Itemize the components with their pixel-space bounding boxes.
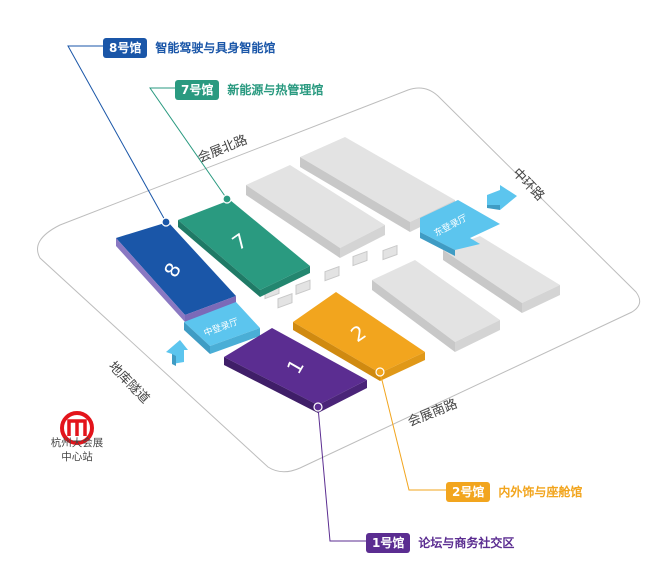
callout-hall-8[interactable]: 8号馆 智能驾驶与具身智能馆: [103, 38, 275, 58]
hall-grey-4[interactable]: [443, 236, 560, 313]
leader-line-2: [375, 367, 446, 491]
leader-line-8: [67, 45, 171, 227]
east-entrance-arrow-icon: [487, 185, 517, 210]
hall-2[interactable]: 2: [293, 292, 425, 381]
metro-logo-icon: [60, 411, 94, 445]
hall-8-description: 智能驾驶与具身智能馆: [155, 41, 276, 55]
central-lobby[interactable]: 中登录厅: [184, 302, 260, 354]
east-lobby[interactable]: 东登录厅: [420, 200, 500, 256]
hall-1[interactable]: 1: [224, 328, 367, 413]
metro-station-name-line2: 中心站: [61, 451, 93, 463]
hall-grey-3[interactable]: [372, 260, 500, 352]
hall-2-badge: 2号馆: [446, 482, 491, 502]
callout-hall-7[interactable]: 7号馆 新能源与热管理馆: [175, 80, 323, 100]
hall-8-badge: 8号馆: [103, 38, 148, 58]
callout-hall-2[interactable]: 2号馆 内外饰与座舱馆: [446, 482, 582, 502]
hall-1-description: 论坛与商务社交区: [418, 536, 515, 550]
hall-1-badge: 1号馆: [366, 533, 411, 553]
metro-station-name-line1: 杭州大会展: [50, 437, 104, 449]
hall-7[interactable]: 7: [178, 200, 310, 297]
site-boundary: [37, 87, 641, 473]
metro-station[interactable]: 杭州大会展 中心站: [49, 412, 105, 464]
hall-2-description: 内外饰与座舱馆: [498, 485, 583, 499]
hall-8[interactable]: 8: [116, 222, 236, 322]
hall-grey-2[interactable]: [246, 165, 385, 258]
west-entrance-arrow-icon: [166, 340, 188, 366]
callout-hall-1[interactable]: 1号馆 论坛与商务社交区: [366, 533, 514, 553]
hall-7-description: 新能源与热管理馆: [227, 83, 324, 97]
hall-7-badge: 7号馆: [175, 80, 220, 100]
leader-line-1: [313, 402, 366, 542]
leader-line-7: [149, 87, 232, 204]
